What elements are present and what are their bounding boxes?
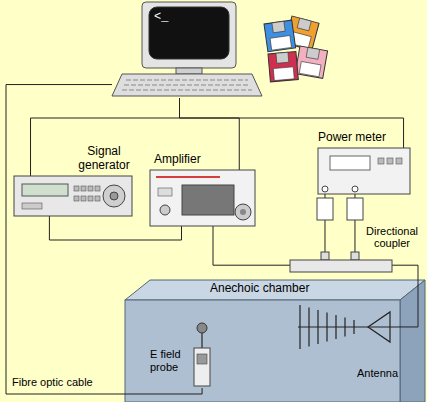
monitor-screen	[149, 7, 229, 59]
instrument-display	[330, 156, 370, 170]
floppy-label	[273, 67, 294, 81]
instrument-button	[88, 186, 93, 191]
antenna: Antenna	[290, 302, 398, 380]
probe-sensor	[197, 323, 207, 333]
floppy-shutter	[306, 47, 320, 59]
probe-body	[194, 348, 210, 386]
antenna-element	[299, 305, 300, 349]
node-label: Signal generator	[74, 145, 134, 173]
antenna-element	[317, 310, 318, 344]
cable	[180, 98, 404, 148]
coupler-port	[321, 252, 329, 260]
instrument-knob	[103, 185, 125, 207]
cable	[6, 85, 202, 394]
instrument-case	[150, 170, 255, 226]
coupler-body	[290, 260, 392, 272]
instrument-socket	[22, 203, 42, 209]
keyboard-keys	[124, 85, 250, 86]
floppy-disk	[268, 52, 298, 82]
power-meter: Power meter	[318, 148, 410, 194]
device-drawing	[14, 176, 132, 216]
instrument-button	[74, 196, 79, 201]
instrument-button	[95, 186, 100, 191]
monitor-stand	[176, 68, 202, 74]
instrument-button	[378, 158, 384, 164]
anechoic-chamber: Anechoic chamberE field probeAntenna	[125, 300, 400, 402]
antenna-feed	[368, 312, 390, 342]
node-label: Anechoic chamber	[210, 282, 309, 296]
instrument-button	[387, 158, 393, 164]
node-label: Power meter	[318, 131, 386, 145]
instrument-trim	[156, 176, 220, 178]
signal-generator: Signal generator	[14, 176, 132, 216]
floppy-label	[270, 36, 291, 51]
keyboard	[112, 74, 262, 96]
instrument-knob	[240, 209, 246, 215]
antenna-element	[326, 313, 327, 342]
cable-label: Fibre optic cable	[10, 376, 95, 389]
instrument-button	[81, 196, 86, 201]
node-label: Antenna	[357, 367, 398, 380]
e-field-probe: E field probe	[150, 322, 212, 388]
instrument-button	[95, 196, 100, 201]
instrument-switch	[158, 188, 172, 196]
instrument-knob	[235, 204, 251, 220]
keyboard-keys	[122, 90, 252, 91]
floppy-body	[268, 52, 298, 82]
antenna-element	[335, 315, 336, 339]
floppy-shutter	[297, 18, 311, 31]
node-label: Directional coupler	[362, 225, 422, 250]
floppy-body	[295, 46, 327, 78]
coupler-port	[351, 252, 359, 260]
instrument-case	[14, 176, 132, 216]
chamber-top-face	[125, 280, 425, 300]
node-label: <_	[154, 11, 168, 25]
floppy-shutter	[276, 52, 289, 63]
instrument-knob	[110, 192, 118, 200]
instrument-display	[22, 184, 68, 196]
monitor-case	[142, 2, 236, 68]
directional-coupler: Directional coupler	[290, 252, 392, 274]
node-label: Amplifier	[154, 153, 201, 167]
cable	[392, 265, 418, 327]
floppy-body	[264, 20, 296, 52]
power-sensor	[317, 198, 333, 220]
floppy-disk	[295, 46, 327, 78]
power-sensor	[347, 198, 363, 220]
probe-window	[197, 354, 207, 364]
chamber-front-face	[125, 300, 400, 402]
computer: <_	[112, 2, 262, 98]
amplifier: Amplifier	[150, 170, 255, 226]
device-drawing	[150, 170, 255, 226]
instrument-case	[318, 148, 410, 194]
instrument-button	[74, 186, 79, 191]
instrument-button	[81, 186, 86, 191]
node-label: E field probe	[150, 348, 192, 373]
keyboard-keys	[126, 80, 248, 81]
device-drawing	[290, 252, 392, 274]
instrument-knob	[160, 205, 170, 215]
antenna-element	[353, 320, 354, 334]
chamber-side-face	[400, 280, 425, 402]
instrument-button	[88, 196, 93, 201]
instrument-screen	[182, 185, 234, 215]
antenna-element	[344, 318, 345, 337]
instrument-button	[396, 158, 402, 164]
device-drawing	[112, 2, 262, 98]
floppy-shutter	[272, 21, 285, 33]
floppy-label	[299, 61, 321, 76]
floppy-disk	[264, 20, 296, 52]
instrument-socket	[352, 186, 358, 192]
antenna-boom	[298, 326, 398, 327]
instrument-socket	[322, 186, 328, 192]
cable	[213, 226, 290, 265]
device-drawing	[318, 148, 410, 194]
antenna-element	[308, 308, 309, 347]
